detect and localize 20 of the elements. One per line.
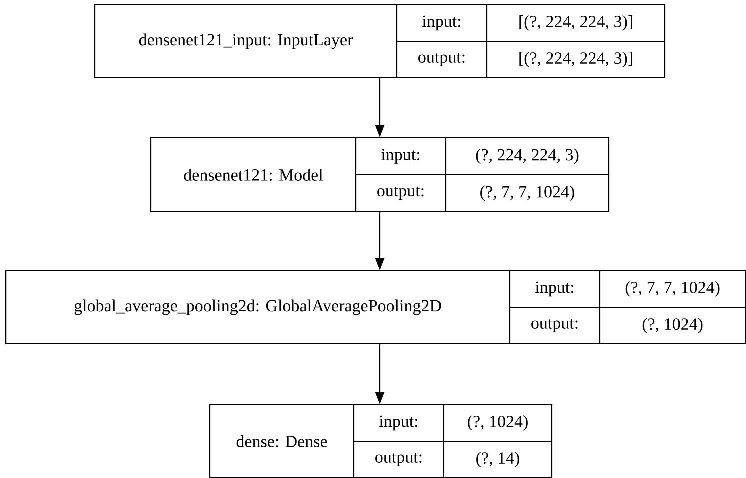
shape-value: (?, 14) <box>476 452 520 468</box>
shape-value: [(?, 224, 224, 3)] <box>520 52 632 68</box>
layer-name: dense: Dense <box>236 435 328 448</box>
layer-name: densenet121: Model <box>184 168 324 181</box>
layer-name: densenet121_input: InputLayer <box>139 34 354 50</box>
port-label: input: <box>382 149 420 164</box>
port-label: input: <box>422 16 460 31</box>
port-label: output: <box>418 53 465 66</box>
port-label: output: <box>378 186 424 200</box>
shape-value: (?, 1024) <box>468 415 528 431</box>
shape-value: (?, 7, 7, 1024) <box>480 186 574 202</box>
shape-value: (?, 224, 224, 3) <box>476 148 579 164</box>
shape-value: (?, 1024) <box>642 318 703 334</box>
shape-value: (?, 7, 7, 1024) <box>626 281 720 297</box>
shape-value: [(?, 224, 224, 3)] <box>520 16 632 31</box>
port-label: output: <box>532 319 578 332</box>
port-label: input: <box>380 416 418 431</box>
layer-name: global_average_pooling2d: GlobalAveragePooling2D <box>74 300 442 316</box>
port-label: input: <box>536 282 574 297</box>
port-label: output: <box>376 453 422 466</box>
